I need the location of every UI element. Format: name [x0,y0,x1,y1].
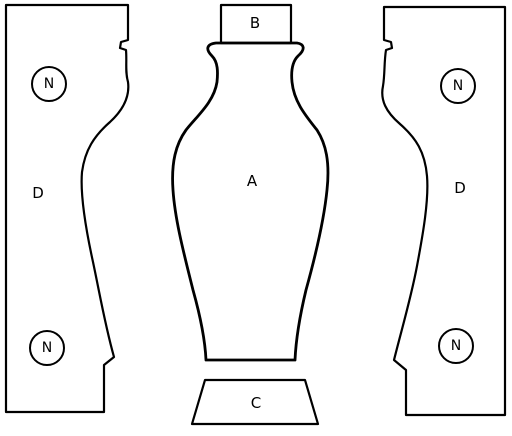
right-mold-top-marker-ring [440,68,476,104]
left-mold-label: D [32,184,44,202]
base-block-label: C [251,394,261,412]
base-block-outline [190,378,320,426]
left-mold-outline [4,3,130,414]
right-mold-bottom-marker-label: N [451,338,461,354]
right-mold-bottom-marker-ring [438,328,474,364]
vase-body-outline [171,41,330,362]
right-mold-top-marker-label: N [453,78,463,94]
right-mold-label: D [454,179,466,197]
vase-body-label: A [247,172,258,190]
neck-block-label: B [250,14,260,32]
left-mold-bottom-marker-ring [29,330,65,366]
left-mold-bottom-marker-label: N [42,340,52,356]
left-mold-top-marker-label: N [44,76,54,92]
left-mold-top-marker-ring [31,66,67,102]
right-mold-outline [381,5,507,417]
